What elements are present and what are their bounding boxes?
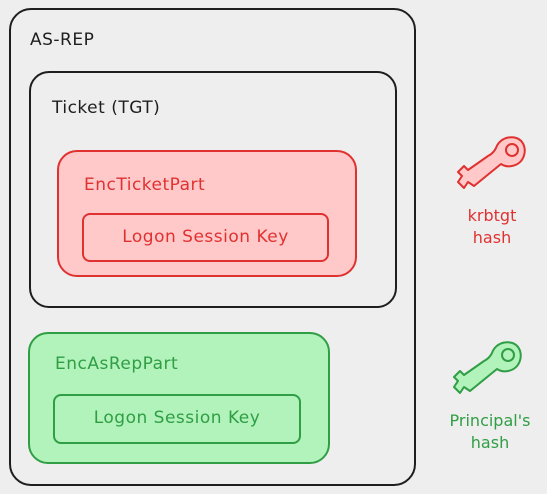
principal-hash-line1: Principal's [449,411,531,430]
krbtgt-hash-line1: krbtgt [467,206,517,225]
krbtgt-key-icon [457,136,526,189]
enc-ticket-part-session-key-label: Logon Session Key [122,227,289,247]
as-rep-box [9,8,416,486]
as-rep-label: AS-REP [30,30,95,50]
enc-ticket-part-session-key-box [82,213,329,262]
krbtgt-hash-line2: hash [472,228,512,247]
principal-key-icon [453,341,522,394]
principal-hash-line2: hash [470,433,510,452]
enc-as-rep-part-session-key-box [53,394,301,444]
enc-as-rep-part-label: EncAsRepPart [55,354,179,374]
enc-as-rep-part-session-key-label: Logon Session Key [93,408,261,428]
ticket-box [29,71,397,308]
enc-ticket-part-label: EncTicketPart [84,175,206,195]
ticket-label: Ticket (TGT) [52,98,161,118]
